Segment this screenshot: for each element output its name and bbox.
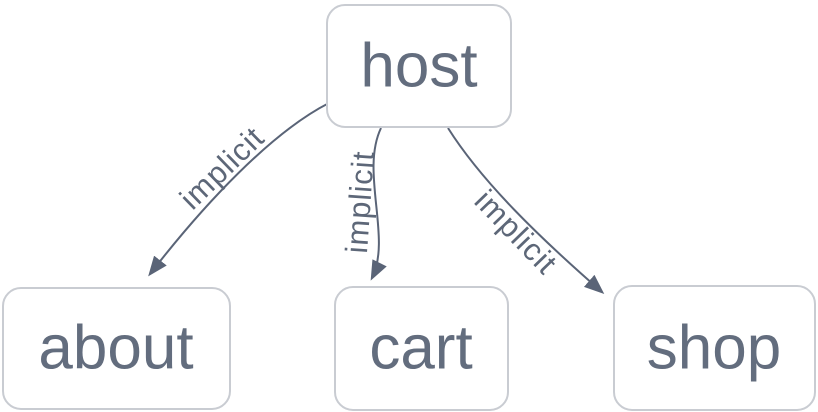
edge-host-about: implicit (148, 102, 330, 277)
edge-line-host-shop (447, 127, 605, 294)
edge-host-cart: implicit (339, 127, 387, 281)
node-about-label: about (38, 314, 193, 383)
node-shop-label: shop (647, 314, 781, 383)
node-host[interactable]: host (326, 4, 512, 128)
edge-line-host-about (148, 102, 330, 277)
edge-label-implicit-shop: implicit (468, 183, 565, 281)
edge-label-implicit-cart: implicit (339, 150, 381, 255)
edge-host-shop: implicit (447, 127, 605, 294)
node-shop-box[interactable] (613, 285, 816, 411)
node-cart-label: cart (369, 314, 472, 383)
node-cart-box[interactable] (334, 286, 509, 411)
node-host-label: host (360, 32, 477, 101)
node-about[interactable]: about (2, 287, 231, 410)
node-host-box[interactable] (326, 4, 512, 128)
node-shop[interactable]: shop (613, 285, 816, 411)
node-cart[interactable]: cart (334, 286, 509, 411)
node-about-box[interactable] (2, 287, 231, 410)
edge-label-implicit-about: implicit (173, 120, 271, 217)
edge-line-host-cart (370, 127, 387, 281)
